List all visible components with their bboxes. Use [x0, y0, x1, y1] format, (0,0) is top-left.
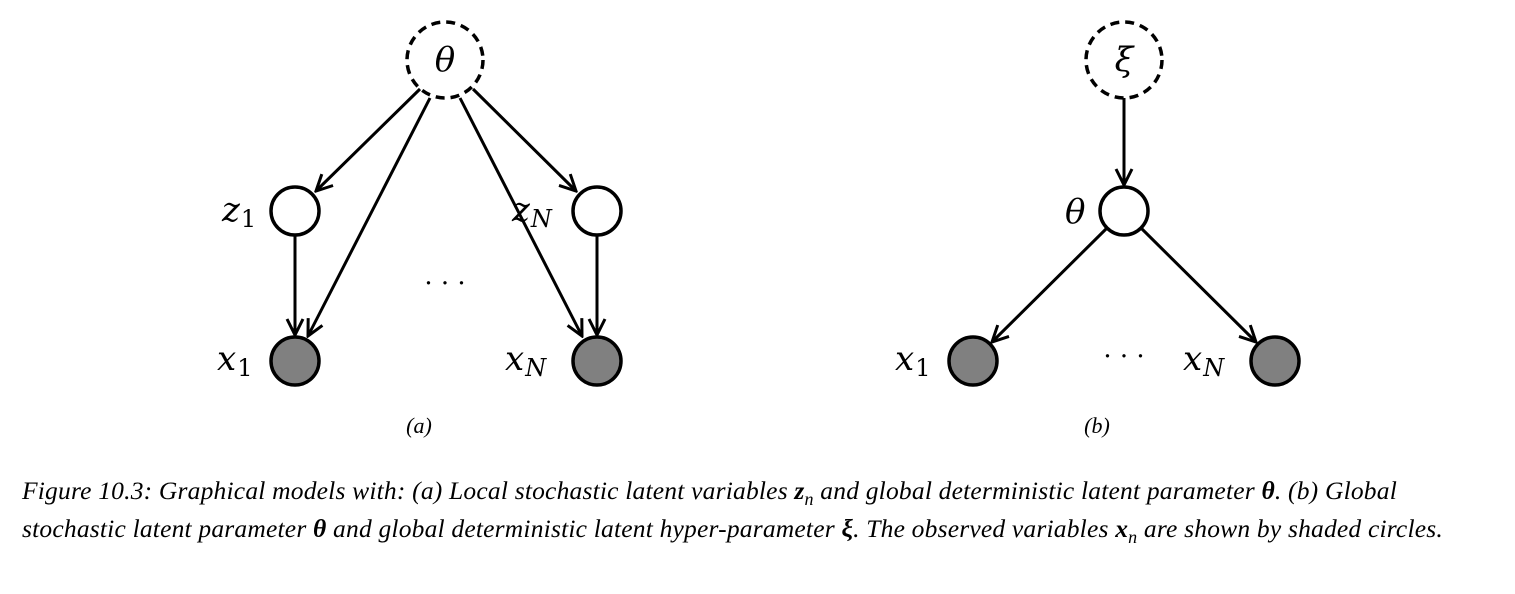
edge-theta-zN — [471, 87, 576, 191]
label-z1: z1 — [221, 190, 256, 233]
figure-caption: Figure 10.3: Graphical models with: (a) … — [22, 476, 1443, 548]
node-theta-a — [405, 20, 485, 100]
node-theta-b — [1098, 185, 1150, 237]
ellipsis-a: · · · — [424, 269, 465, 299]
edge-theta-z1 — [316, 87, 422, 191]
math-x-n: xn — [1115, 514, 1138, 548]
panel-b: ξ θ x1 xN · · · (b) — [895, 20, 1301, 438]
label-xN-b: xN — [1183, 339, 1225, 382]
label-xN: xN — [505, 339, 547, 382]
panel-a: θ z1 zN x1 xN · · · (a) — [217, 20, 623, 438]
edge-theta-xN — [458, 97, 582, 336]
label-x1: x1 — [217, 339, 252, 382]
label-x1-b: x1 — [895, 339, 930, 382]
node-xN — [571, 335, 623, 387]
label-xi: ξ — [1115, 40, 1136, 80]
math-xi: ξ — [841, 514, 854, 544]
math-theta: θ — [1261, 476, 1275, 505]
math-z-n: zn — [794, 476, 814, 510]
node-x1 — [269, 335, 321, 387]
label-theta-a: θ — [435, 40, 455, 80]
edge-theta-x1-b — [992, 227, 1108, 342]
ellipsis-b: · · · — [1103, 342, 1144, 372]
math-theta-2: θ — [313, 514, 327, 544]
edge-theta-x1 — [308, 97, 432, 336]
panel-a-label: (a) — [406, 413, 432, 438]
graphical-models-figure: θ z1 zN x1 xN · · · (a) ξ θ x1 xN · · · … — [217, 20, 1301, 438]
panel-b-label: (b) — [1084, 413, 1110, 438]
node-z1 — [269, 185, 321, 237]
node-x1-b — [947, 335, 999, 387]
node-xi — [1084, 20, 1164, 100]
label-theta-b: θ — [1065, 192, 1085, 232]
node-xN-b — [1249, 335, 1301, 387]
node-zN — [571, 185, 623, 237]
edge-theta-xN-b — [1140, 227, 1256, 342]
label-zN: zN — [511, 190, 553, 233]
